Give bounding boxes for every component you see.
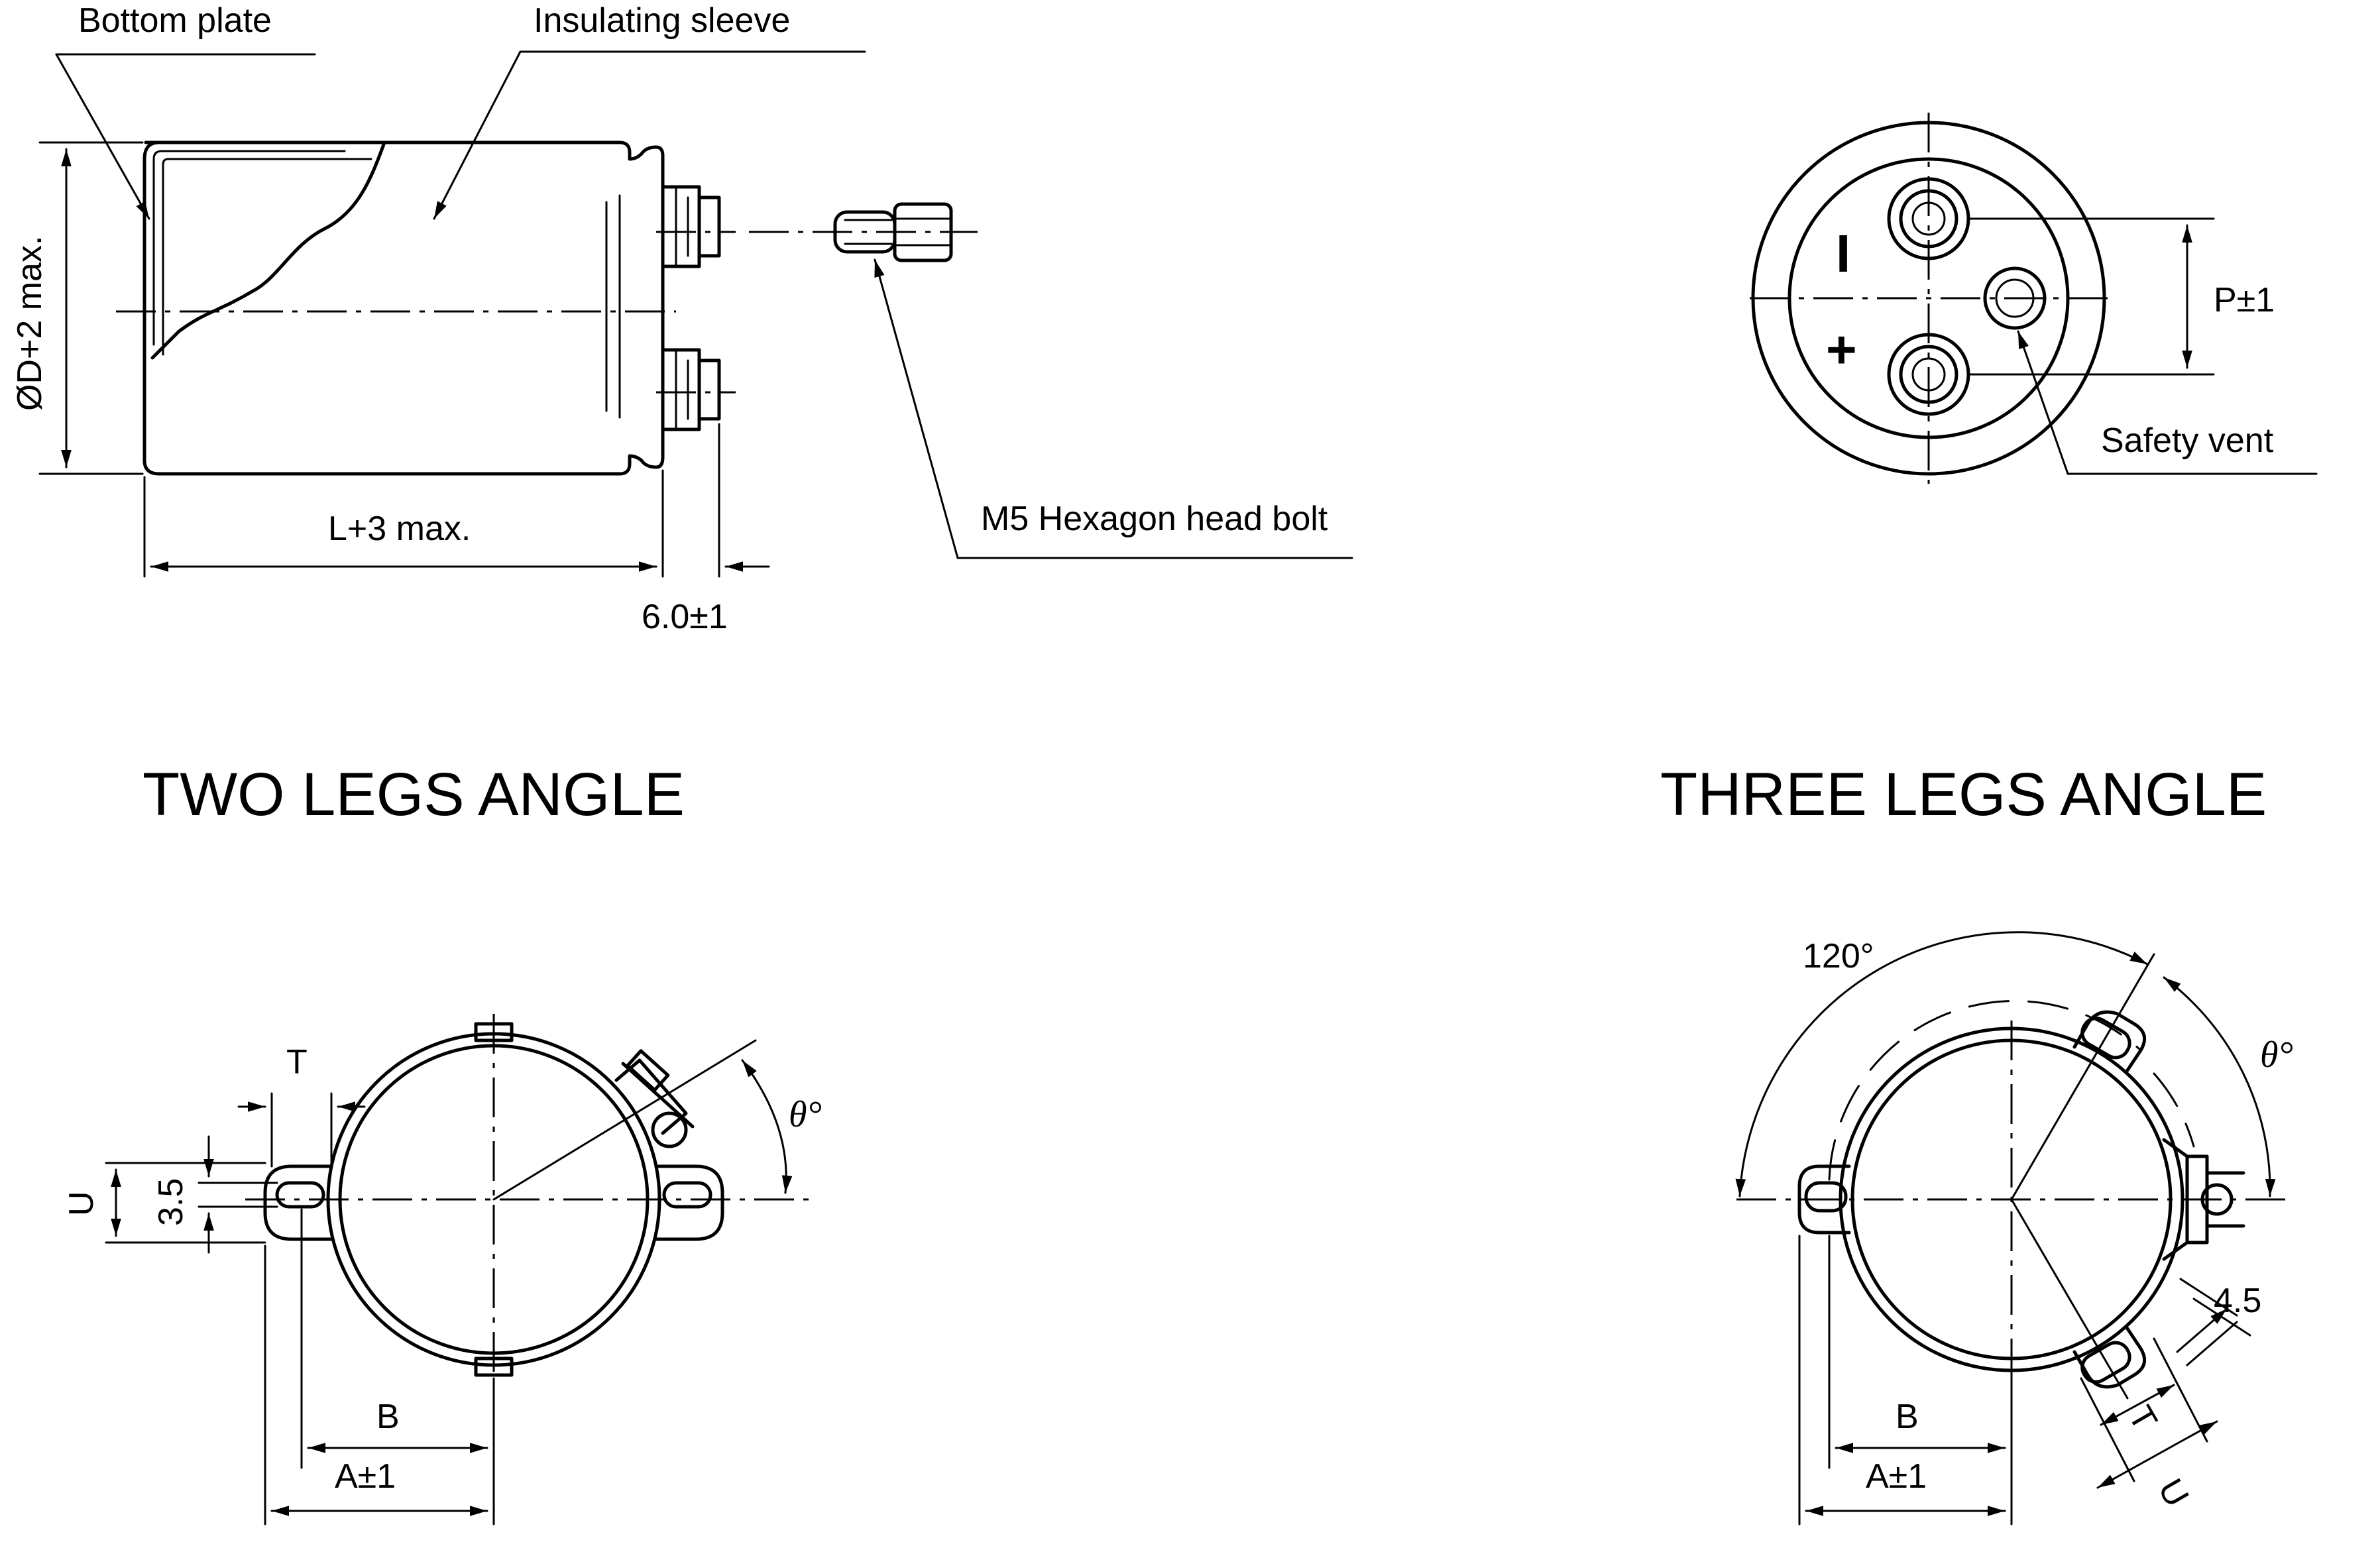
three-legs-t: T [2121,1400,2165,1437]
minus-symbol: I [1836,224,1850,283]
two-legs-title: TWO LEGS ANGLE [142,761,685,828]
bolt-label: M5 Hexagon head bolt [981,500,1328,538]
three-legs-b: B [1896,1398,1919,1436]
side-view-labels: Bottom plate Insulating sleeve M5 Hexago… [55,1,1353,559]
diameter-label: ØD+2 max. [11,236,49,411]
two-legs-a: A±1 [335,1457,396,1496]
length-dimension: L+3 max. 6.0±1 [143,423,770,636]
two-legs-u: U [62,1191,101,1216]
three-legs-title: THREE LEGS ANGLE [1660,761,2267,828]
two-legs-theta: θ° [789,1094,822,1135]
two-legs-b: B [376,1398,400,1436]
length-label: L+3 max. [328,510,471,548]
two-legs-slot: 3.5 [152,1178,190,1226]
terminal-height-label: 6.0±1 [642,598,728,636]
top-view: I + P±1 Safety vent [1750,113,2318,484]
diameter-dimension: ØD+2 max. [11,141,144,475]
three-legs-theta: θ° [2260,1034,2293,1076]
three-legs-u: U [2151,1472,2196,1514]
three-legs-a: A±1 [1866,1457,1927,1496]
side-view [116,140,978,476]
two-legs-view: θ° T U 3.5 B A±1 [62,1014,822,1525]
insulating-sleeve-label: Insulating sleeve [534,1,790,40]
safety-vent-label: Safety vent [2101,421,2274,460]
three-legs-120: 120° [1803,937,1874,975]
three-legs-view: 120° θ° 4.5 T U B A±1 [1735,931,2293,1525]
pitch-label: P±1 [2214,281,2275,319]
bottom-plate-label: Bottom plate [78,1,272,40]
two-legs-t: T [286,1043,308,1081]
three-legs-slot: 4.5 [2214,1282,2261,1320]
plus-symbol: + [1826,320,1857,379]
